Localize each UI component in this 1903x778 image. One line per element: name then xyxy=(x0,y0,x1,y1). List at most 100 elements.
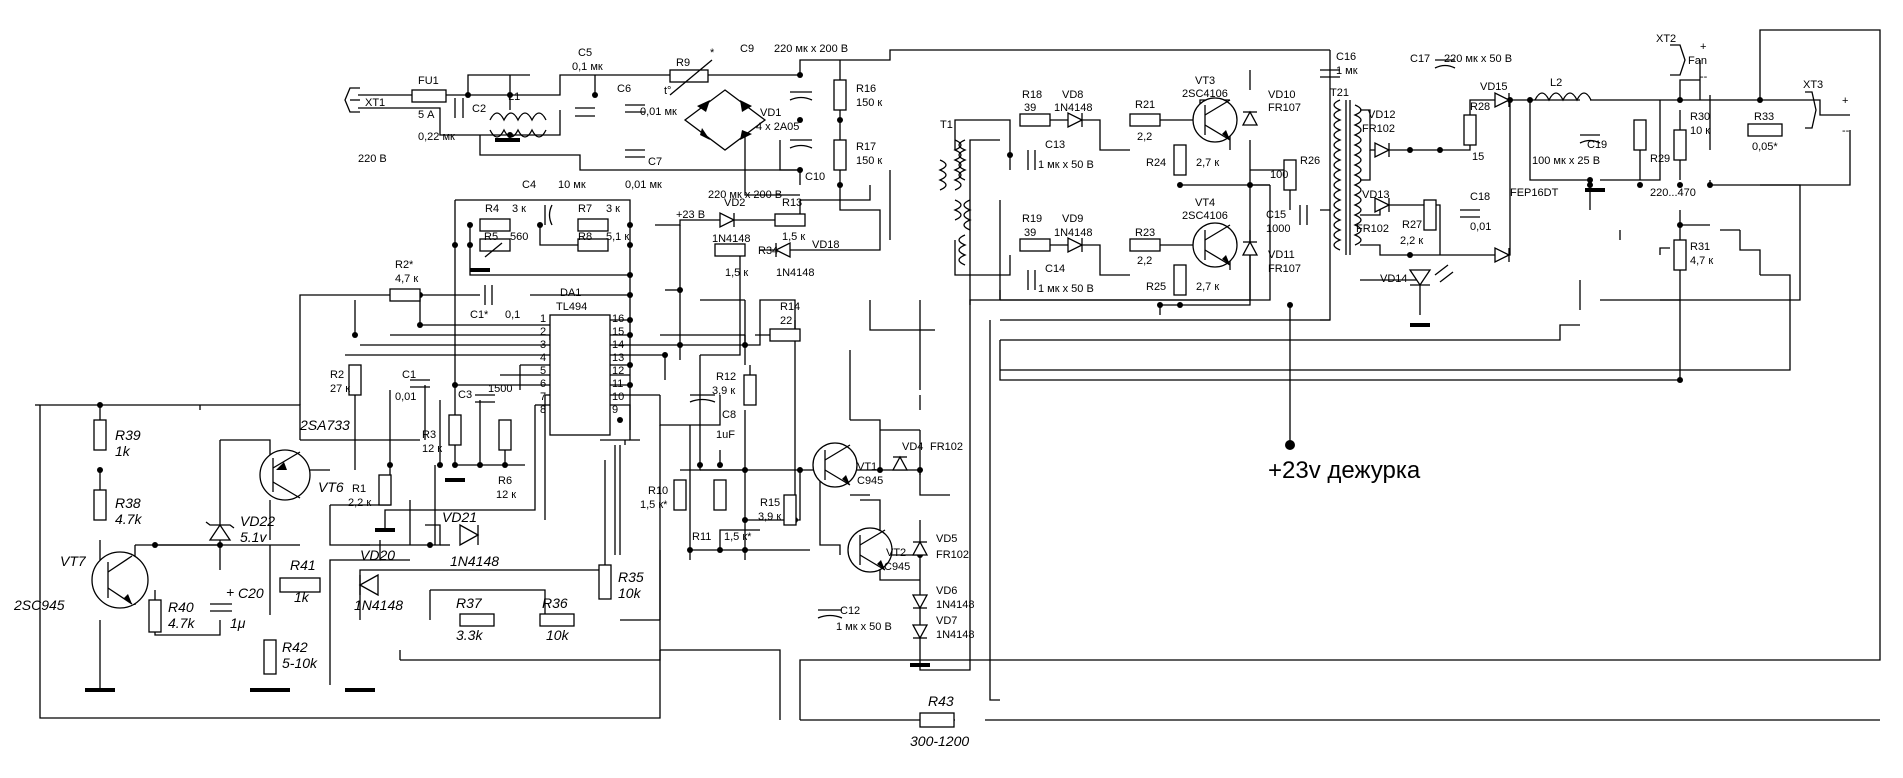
label-r40v: 4.7k xyxy=(168,615,195,631)
label-t1: T1 xyxy=(940,119,953,131)
label-c2: C2 xyxy=(472,103,486,115)
labels: XT1 220 В FU1 5 А C2 0,22 мк L1 C5 0,1 м… xyxy=(13,33,1850,749)
label-vt3v: 2SC4106 xyxy=(1182,88,1228,100)
label-c7v: 0,01 мк xyxy=(625,179,662,191)
label-c17v: 220 мк x 50 В xyxy=(1444,53,1512,65)
label-r41: R41 xyxy=(290,557,316,573)
label-c5v: 0,1 мк xyxy=(572,61,603,73)
label-vd1v: 4 x 2A05 xyxy=(756,121,799,133)
label-r15: R15 xyxy=(760,497,780,509)
label-c20: C20 xyxy=(238,585,264,601)
label-r4v: 3 к xyxy=(512,203,526,215)
label-c3: C3 xyxy=(458,389,472,401)
label-r42: R42 xyxy=(282,639,308,655)
standby-label: +23v дежурка xyxy=(1268,457,1421,484)
label-c20p: + xyxy=(226,584,234,600)
zener-diode-icon xyxy=(205,521,235,541)
label-r11v: 1,5 к* xyxy=(724,531,752,543)
label-xt3-plus: + xyxy=(1842,95,1848,107)
label-c4v: 10 мк xyxy=(558,179,586,191)
label-r25v: 2,7 к xyxy=(1196,281,1219,293)
label-r27v: 2,2 к xyxy=(1400,235,1423,247)
label-r6v: 12 к xyxy=(496,489,516,501)
pin-right-16: 16 xyxy=(612,313,624,325)
pin-right-13: 13 xyxy=(612,352,624,364)
label-vd7: VD7 xyxy=(936,615,957,627)
transformer-t21 xyxy=(1333,99,1362,255)
label-r2: R2 xyxy=(330,369,344,381)
label-c17: C17 xyxy=(1410,53,1430,65)
label-r6: R6 xyxy=(498,475,512,487)
label-r38: R38 xyxy=(115,495,141,511)
label-vd9v: 1N4148 xyxy=(1054,227,1093,239)
label-r36: R36 xyxy=(542,595,568,611)
pin-right-15: 15 xyxy=(612,326,624,338)
label-vt1: VT1 xyxy=(857,461,877,473)
pin-left-8: 8 xyxy=(540,404,546,416)
pin-right-11: 11 xyxy=(612,378,623,390)
label-fu1: FU1 xyxy=(418,75,439,87)
components xyxy=(91,44,1817,728)
label-r21: R21 xyxy=(1135,99,1155,111)
label-vd13: VD13 xyxy=(1362,189,1390,201)
label-r30: R30 xyxy=(1690,111,1710,123)
label-vd12: VD12 xyxy=(1368,109,1396,121)
label-vd11v: FR107 xyxy=(1268,263,1301,275)
label-vd5: VD5 xyxy=(936,533,957,545)
label-r39: R39 xyxy=(115,427,141,443)
label-r13v: 1,5 к xyxy=(782,231,805,243)
label-r12: R12 xyxy=(716,371,736,383)
transformer-t1 xyxy=(938,139,972,266)
label-vd21: VD21 xyxy=(442,509,477,525)
led-icon xyxy=(1408,264,1454,287)
label-c2v: 0,22 мк xyxy=(418,131,455,143)
label-c5: C5 xyxy=(578,47,592,59)
label-vd22: VD22 xyxy=(240,513,275,529)
label-r35: R35 xyxy=(618,569,644,585)
label-c12v: 1 мк x 50 В xyxy=(836,621,892,633)
label-vd22v: 5.1v xyxy=(240,529,267,545)
label-vd8: VD8 xyxy=(1062,89,1083,101)
label-c16v: 1 мк xyxy=(1336,65,1358,77)
label-r1: R1 xyxy=(352,483,366,495)
label-vd7v: 1N4148 xyxy=(936,629,975,641)
label-vd4: VD4 xyxy=(902,441,923,453)
label-c9: C9 xyxy=(740,43,754,55)
label-vt6: VT6 xyxy=(318,479,344,495)
label-c15v: 1000 xyxy=(1266,223,1290,235)
label-c10v: 220 мк x 200 В xyxy=(708,189,782,201)
label-c1: C1 xyxy=(402,369,416,381)
label-vt4v: 2SC4106 xyxy=(1182,210,1228,222)
label-c8v: 1uF xyxy=(716,429,735,441)
label-r34v: 1,5 к xyxy=(725,267,748,279)
pin-right-10: 10 xyxy=(612,391,624,403)
label-da1v: TL494 xyxy=(556,301,587,313)
label-vd20v: 1N4148 xyxy=(354,597,403,613)
label-r33: R33 xyxy=(1754,111,1774,123)
label-r19: R19 xyxy=(1022,213,1042,225)
terminal-icon xyxy=(1805,91,1817,129)
transistor-npn-icon xyxy=(1192,97,1238,143)
pin-left-5: 5 xyxy=(540,365,546,377)
label-xt2-minus: -- xyxy=(1700,71,1708,83)
label-vd18: VD18 xyxy=(812,239,840,251)
label-r38v: 4.7k xyxy=(115,511,142,527)
label-vd15: VD15 xyxy=(1480,81,1508,93)
label-r33v: 0,05* xyxy=(1752,141,1778,153)
label-t21: T21 xyxy=(1330,87,1349,99)
label-r8v: 5,1 к xyxy=(606,231,629,243)
label-c8: C8 xyxy=(722,409,736,421)
label-c18v: 0,01 xyxy=(1470,221,1491,233)
label-r14: R14 xyxy=(780,301,800,313)
label-r10: R10 xyxy=(648,485,668,497)
transistor-npn-icon xyxy=(91,551,149,609)
terminal-icon xyxy=(344,87,360,113)
inductor-icon xyxy=(489,112,547,122)
transistor-npn-icon xyxy=(1192,222,1238,268)
label-r34: R34 xyxy=(758,245,778,257)
label-r24v: 2,7 к xyxy=(1196,157,1219,169)
label-c6: C6 xyxy=(617,83,631,95)
label-r28v: 15 xyxy=(1472,151,1484,163)
label-vt7: VT7 xyxy=(60,553,87,569)
label-r40: R40 xyxy=(168,599,194,615)
